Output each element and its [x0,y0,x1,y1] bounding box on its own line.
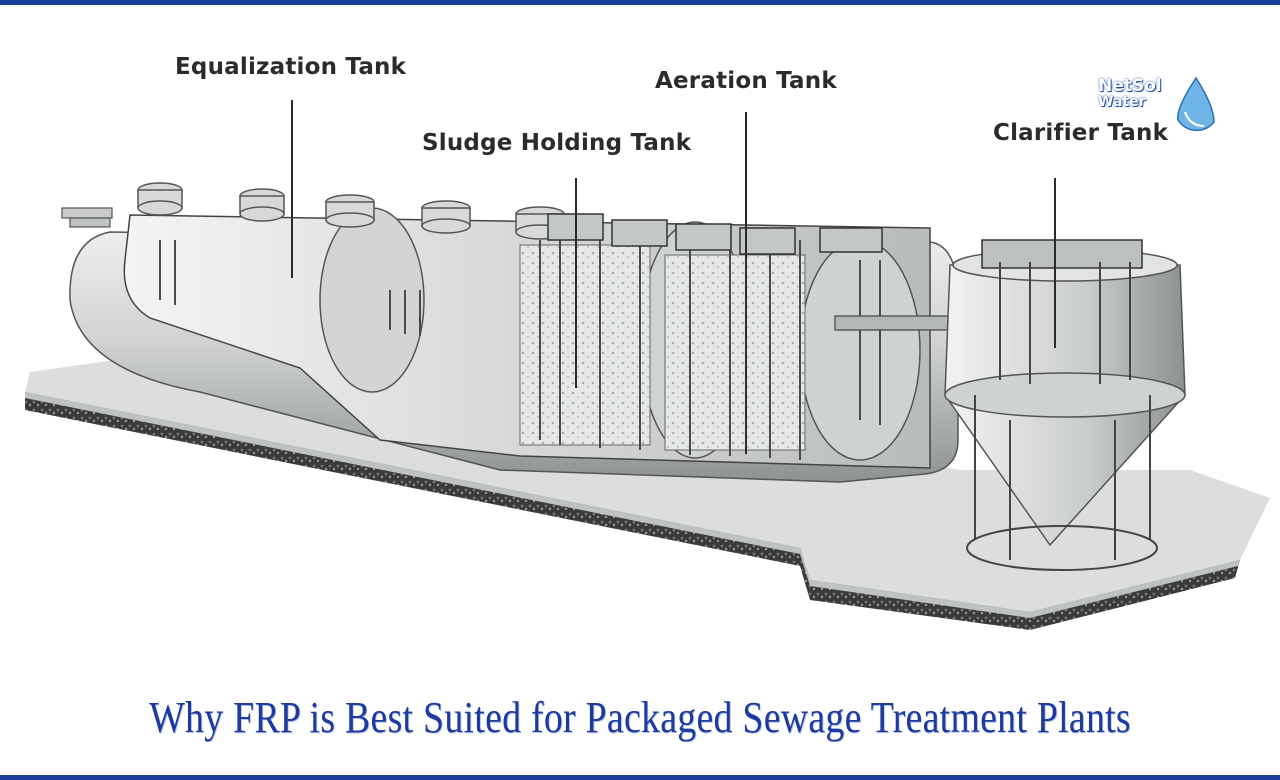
netsol-water-logo-icon [1177,76,1215,132]
caption-title: Why FRP is Best Suited for Packaged Sewa… [149,693,1131,742]
equalization-tank-label: Equalization Tank [175,54,407,80]
sludge-leader-line [575,178,577,388]
logo-line-1: NetSol [1098,76,1162,96]
equalization-leader-line [291,100,293,278]
aeration-leader-line [745,112,747,454]
clarifier-tank-label: Clarifier Tank [993,120,1169,146]
clarifier-leader-line [1054,178,1056,348]
main-tank [61,182,976,483]
logo-line-2: Water [1098,94,1146,110]
netsol-water-logo: NetSol Water [1092,72,1222,142]
sludge-holding-tank-label: Sludge Holding Tank [422,130,692,156]
aeration-tank-label: Aeration Tank [655,68,837,94]
clarifier-tank-shape [944,239,1186,571]
